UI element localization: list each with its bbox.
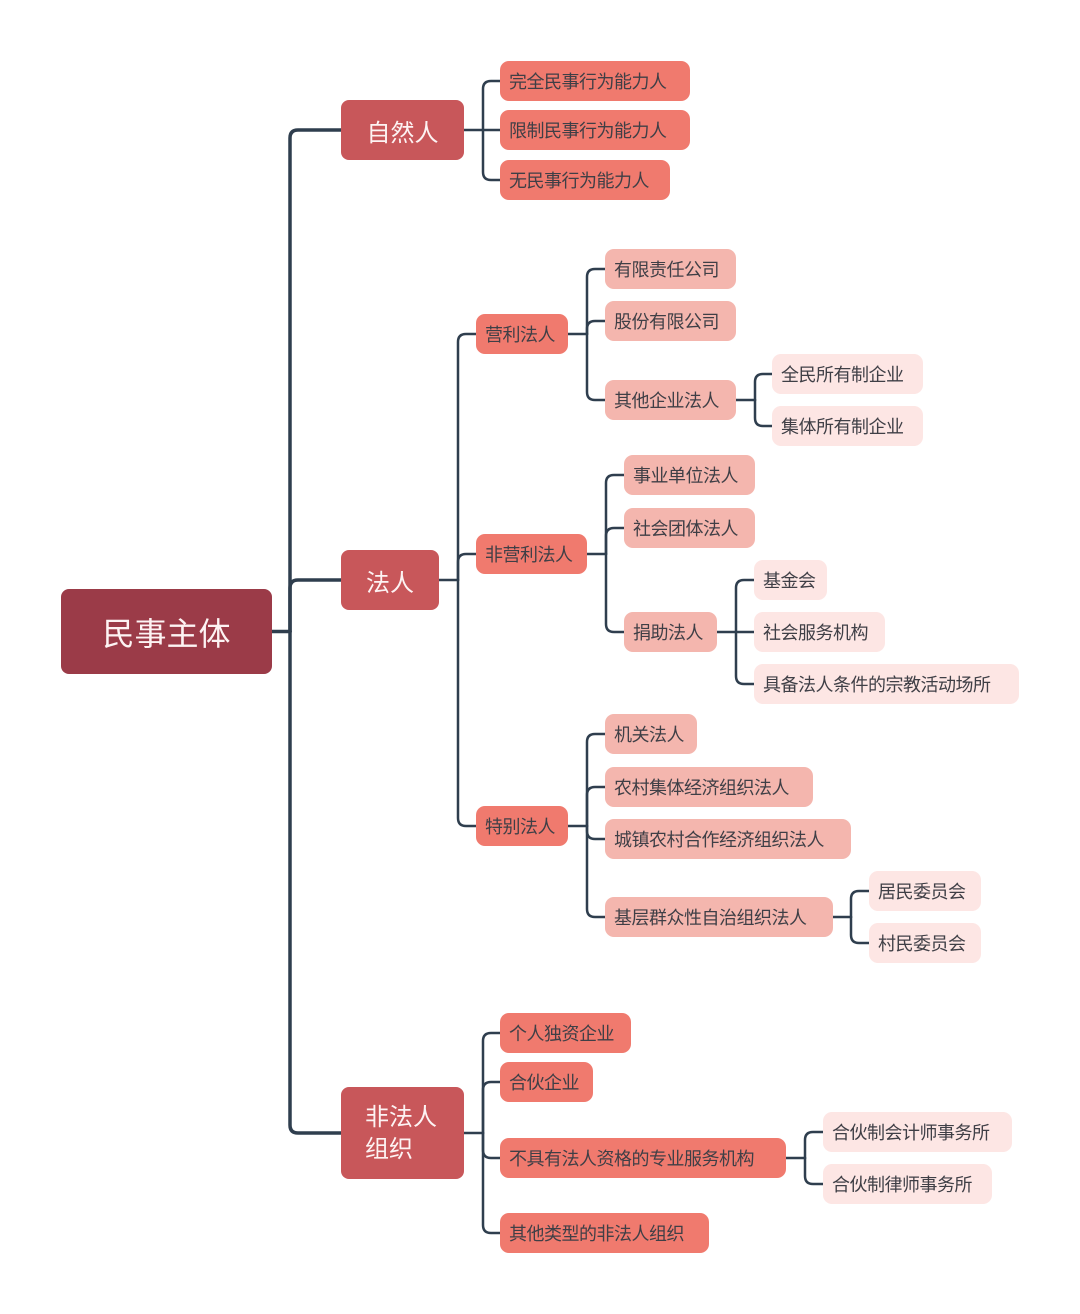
connector-branch — [585, 319, 607, 336]
connector-branch — [288, 128, 343, 634]
connector-branch — [849, 915, 871, 945]
node-rural-collective[interactable]: 农村集体经济组织法人 — [605, 767, 813, 807]
connector-branch — [734, 578, 756, 634]
connector-branch — [585, 267, 607, 336]
node-no-capacity[interactable]: 无民事行为能力人 — [500, 160, 670, 200]
connector-branch — [604, 552, 626, 634]
node-special[interactable]: 特别法人 — [476, 806, 568, 846]
connector-branch — [734, 630, 756, 686]
connector-branch — [456, 552, 478, 582]
connector-branch — [753, 372, 774, 402]
node-other-unincorporated[interactable]: 其他类型的非法人组织 — [500, 1213, 709, 1253]
connector-branch — [456, 332, 478, 582]
node-government-organ[interactable]: 机关法人 — [605, 714, 697, 754]
connector-branch — [803, 1130, 825, 1160]
node-joint-stock[interactable]: 股份有限公司 — [605, 301, 736, 341]
node-professional-service[interactable]: 不具有法人资格的专业服务机构 — [500, 1138, 786, 1178]
connector-branch — [585, 824, 607, 919]
node-residents-committee[interactable]: 居民委员会 — [869, 871, 981, 911]
connector-branch — [481, 128, 502, 182]
node-partnership[interactable]: 合伙企业 — [500, 1062, 593, 1102]
node-unincorporated-line1: 非法人 — [365, 1103, 437, 1131]
connector-branch — [753, 398, 774, 428]
node-religious-venue[interactable]: 具备法人条件的宗教活动场所 — [754, 664, 1019, 704]
connector-branch — [585, 824, 607, 841]
connector-branch — [604, 473, 626, 556]
node-accounting-firm[interactable]: 合伙制会计师事务所 — [823, 1112, 1012, 1152]
connector-branch — [481, 1131, 502, 1160]
node-non-profit[interactable]: 非营利法人 — [476, 534, 587, 574]
node-legal-person[interactable]: 法人 — [341, 550, 439, 610]
node-law-firm[interactable]: 合伙制律师事务所 — [823, 1164, 992, 1204]
root-node[interactable]: 民事主体 — [61, 589, 272, 674]
node-unincorporated[interactable]: 非法人 组织 — [341, 1087, 464, 1179]
connector-branch — [803, 1156, 825, 1186]
connector-branch — [481, 79, 502, 132]
node-grassroots[interactable]: 基层群众性自治组织法人 — [605, 897, 833, 937]
connector-branch — [481, 1031, 502, 1135]
node-sole-proprietorship[interactable]: 个人独资企业 — [500, 1013, 631, 1053]
node-state-owned[interactable]: 全民所有制企业 — [772, 354, 923, 394]
node-other-enterprise[interactable]: 其他企业法人 — [605, 380, 736, 420]
node-unincorporated-line2: 组织 — [365, 1135, 413, 1163]
node-donation[interactable]: 捐助法人 — [624, 612, 717, 652]
connector-branch — [456, 578, 478, 828]
connector-branch — [849, 889, 871, 919]
node-public-institution[interactable]: 事业单位法人 — [624, 455, 755, 495]
connector-branch — [604, 526, 626, 556]
node-collective-owned[interactable]: 集体所有制企业 — [772, 406, 923, 446]
node-social-group[interactable]: 社会团体法人 — [624, 508, 755, 548]
node-full-capacity[interactable]: 完全民事行为能力人 — [500, 61, 690, 101]
node-limited-capacity[interactable]: 限制民事行为能力人 — [500, 110, 690, 150]
connector-branch — [481, 1131, 502, 1235]
node-social-service[interactable]: 社会服务机构 — [754, 612, 885, 652]
connector-branch — [585, 332, 607, 402]
node-for-profit[interactable]: 营利法人 — [476, 314, 568, 354]
node-foundation[interactable]: 基金会 — [754, 560, 827, 600]
node-natural-person[interactable]: 自然人 — [341, 100, 464, 160]
connector-branch — [585, 732, 607, 828]
node-villagers-committee[interactable]: 村民委员会 — [869, 923, 981, 963]
connector-branch — [585, 785, 607, 828]
connector-branch — [481, 1080, 502, 1135]
connector-branch — [288, 629, 343, 1135]
node-cooperative[interactable]: 城镇农村合作经济组织法人 — [605, 819, 851, 859]
connector-branch — [288, 578, 343, 634]
node-llc[interactable]: 有限责任公司 — [605, 249, 736, 289]
